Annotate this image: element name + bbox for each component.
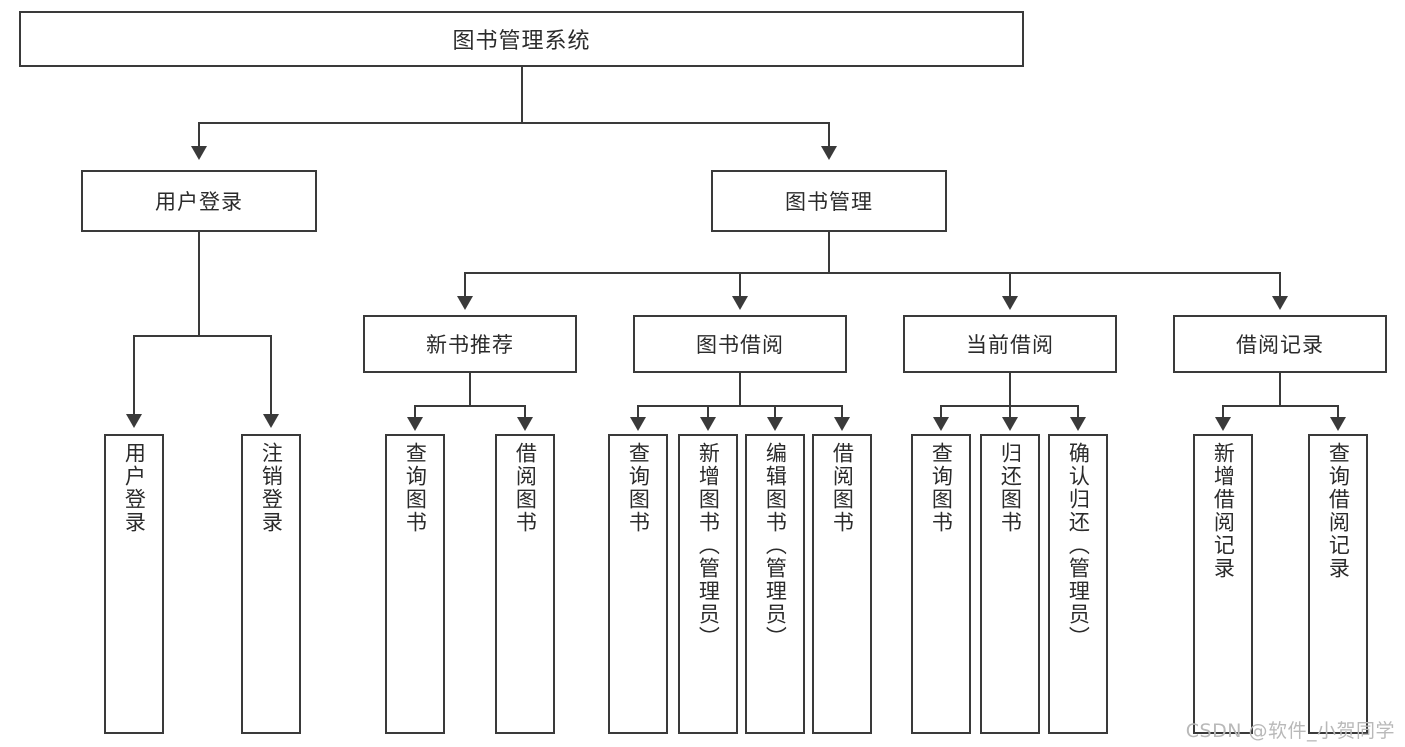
leaf-bb-add-book-admin[interactable]: 新增图书（管理员）: [678, 434, 738, 734]
leaf-user-login[interactable]: 用户登录: [104, 434, 164, 734]
arrowhead-current-borrow: [1002, 296, 1018, 310]
leaf-bb-borrow-book[interactable]: 借阅图书: [812, 434, 872, 734]
connector-borrow-record-bus: [1222, 405, 1339, 407]
arrowhead-book-mgmt: [821, 146, 837, 160]
connector-to-current-borrow: [1009, 272, 1011, 298]
node-label: 借阅记录: [1236, 333, 1324, 357]
leaf-nb-borrow-book[interactable]: 借阅图书: [495, 434, 555, 734]
node-label: 查询图书: [626, 442, 651, 534]
node-label: 新增图书（管理员）: [696, 442, 721, 649]
arrowhead-book-borrow: [732, 296, 748, 310]
arrowhead-bb-leaf-2: [700, 417, 716, 431]
connector-to-borrow-record: [1279, 272, 1281, 298]
arrowhead-bb-leaf-3: [767, 417, 783, 431]
connector-root-to-user-login: [198, 122, 200, 148]
arrowhead-user-login: [191, 146, 207, 160]
arrowhead-bb-leaf-1: [630, 417, 646, 431]
node-label: 编辑图书（管理员）: [763, 442, 788, 649]
arrowhead-br-leaf-2: [1330, 417, 1346, 431]
node-root-system[interactable]: 图书管理系统: [19, 11, 1024, 67]
arrowhead-cb-leaf-2: [1002, 417, 1018, 431]
node-current-borrow[interactable]: 当前借阅: [903, 315, 1117, 373]
connector-new-book-stem: [469, 373, 471, 406]
connector-br-leaf-1: [1222, 405, 1224, 419]
connector-nb-leaf-2: [524, 405, 526, 419]
connector-borrow-record-stem: [1279, 373, 1281, 406]
node-label: 当前借阅: [966, 333, 1054, 357]
arrowhead-nb-leaf-2: [517, 417, 533, 431]
arrowhead-new-book: [457, 296, 473, 310]
connector-to-book-borrow: [739, 272, 741, 298]
node-label: 归还图书: [998, 442, 1023, 534]
node-book-management[interactable]: 图书管理: [711, 170, 947, 232]
connector-cb-leaf-3: [1077, 405, 1079, 419]
node-label: 借阅图书: [830, 442, 855, 534]
leaf-bb-edit-book-admin[interactable]: 编辑图书（管理员）: [745, 434, 805, 734]
connector-root-bus: [198, 122, 830, 124]
connector-root-stem: [521, 67, 523, 123]
arrowhead-cb-leaf-1: [933, 417, 949, 431]
node-book-borrow[interactable]: 图书借阅: [633, 315, 847, 373]
leaf-br-add-record[interactable]: 新增借阅记录: [1193, 434, 1253, 734]
connector-book-borrow-stem: [739, 373, 741, 406]
node-label: 图书管理系统: [452, 29, 591, 54]
node-label: 新书推荐: [426, 333, 514, 357]
leaf-cb-query-book[interactable]: 查询图书: [911, 434, 971, 734]
connector-bb-leaf-3: [774, 405, 776, 419]
node-label: 用户登录: [155, 190, 243, 214]
connector-br-leaf-2: [1337, 405, 1339, 419]
node-user-login[interactable]: 用户登录: [81, 170, 317, 232]
connector-bb-leaf-2: [707, 405, 709, 419]
arrowhead-bb-leaf-4: [834, 417, 850, 431]
connector-cb-leaf-2: [1009, 405, 1011, 419]
node-label: 图书管理: [785, 190, 873, 214]
connector-book-mgmt-bus: [464, 272, 1280, 274]
arrowhead-borrow-record: [1272, 296, 1288, 310]
connector-current-borrow-stem: [1009, 373, 1011, 406]
leaf-logout[interactable]: 注销登录: [241, 434, 301, 734]
arrowhead-br-leaf-1: [1215, 417, 1231, 431]
node-label: 注销登录: [259, 442, 284, 534]
connector-to-new-book: [464, 272, 466, 298]
node-label: 查询图书: [403, 442, 428, 534]
leaf-br-query-record[interactable]: 查询借阅记录: [1308, 434, 1368, 734]
leaf-cb-confirm-return-admin[interactable]: 确认归还（管理员）: [1048, 434, 1108, 734]
connector-new-book-bus: [414, 405, 526, 407]
node-label: 查询图书: [929, 442, 954, 534]
connector-bb-leaf-1: [637, 405, 639, 419]
node-label: 确认归还（管理员）: [1066, 442, 1091, 649]
connector-to-leaf-user-login: [133, 335, 135, 416]
node-new-book-recommend[interactable]: 新书推荐: [363, 315, 577, 373]
connector-book-mgmt-stem: [828, 232, 830, 274]
connector-bb-leaf-4: [841, 405, 843, 419]
connector-to-leaf-logout: [270, 335, 272, 416]
node-label: 新增借阅记录: [1211, 442, 1236, 580]
connector-user-login-bus: [133, 335, 272, 337]
leaf-cb-return-book[interactable]: 归还图书: [980, 434, 1040, 734]
arrowhead-leaf-user-login: [126, 414, 142, 428]
arrowhead-leaf-logout: [263, 414, 279, 428]
connector-cb-leaf-1: [940, 405, 942, 419]
connector-root-to-book-mgmt: [828, 122, 830, 148]
arrowhead-nb-leaf-1: [407, 417, 423, 431]
arrowhead-cb-leaf-3: [1070, 417, 1086, 431]
connector-user-login-stem: [198, 232, 200, 336]
node-label: 查询借阅记录: [1326, 442, 1351, 580]
node-label: 借阅图书: [513, 442, 538, 534]
leaf-nb-query-book[interactable]: 查询图书: [385, 434, 445, 734]
node-borrow-record[interactable]: 借阅记录: [1173, 315, 1387, 373]
node-label: 用户登录: [122, 442, 147, 534]
node-label: 图书借阅: [696, 333, 784, 357]
connector-nb-leaf-1: [414, 405, 416, 419]
leaf-bb-query-book[interactable]: 查询图书: [608, 434, 668, 734]
connector-book-borrow-bus: [637, 405, 842, 407]
